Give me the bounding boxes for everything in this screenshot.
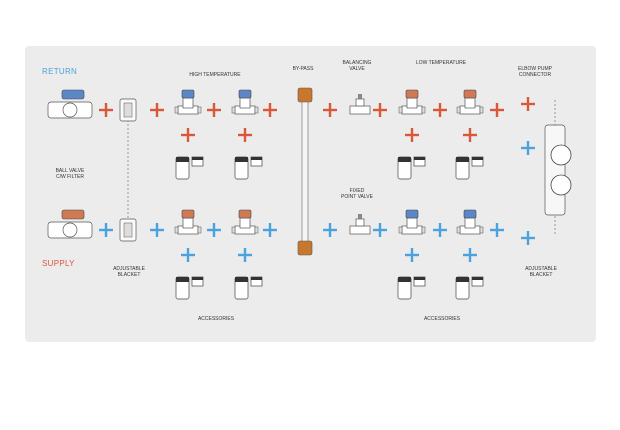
parts	[47, 87, 572, 300]
plus-supply-1	[99, 223, 113, 237]
return-label: RETURN	[42, 67, 78, 76]
plus-supply-8	[490, 223, 504, 237]
plus-return-3	[207, 103, 221, 117]
plus-return-8	[490, 103, 504, 117]
valve-low-temp-return-1	[398, 89, 426, 115]
ball-valve-label: BALL VALVE C/W FILTER	[55, 168, 85, 180]
plus-supply-4	[263, 223, 277, 237]
plus-return-down-1	[181, 128, 195, 142]
plus-supply-2	[150, 223, 164, 237]
valve-low-temp-supply-2	[456, 209, 484, 235]
plus-pump-top	[521, 97, 535, 111]
plus-return-2	[150, 103, 164, 117]
accessory-top-3	[397, 156, 426, 180]
fixed-point-valve	[349, 214, 371, 235]
bypass-label: BY-PASS	[292, 66, 314, 72]
plus-supply-down-3	[405, 248, 419, 262]
plus-supply-5	[323, 223, 337, 237]
plus-return-down-3	[405, 128, 419, 142]
connection-symbols	[99, 97, 535, 262]
plus-supply-down-4	[463, 248, 477, 262]
balancing-valve	[349, 94, 371, 115]
plus-pump-mid	[521, 141, 535, 155]
plus-pump-bottom	[521, 231, 535, 245]
bracket-return-left	[119, 98, 137, 122]
adjustable-blacket-right-label: ADJUSTABLE BLACKET	[525, 266, 557, 278]
supply-label: SUPPLY	[42, 259, 75, 268]
elbow-pump-connector-label: ELBOW PUMP CONNECTOR	[518, 66, 552, 78]
elbow-pump-connector	[544, 124, 572, 216]
plus-return-down-4	[463, 128, 477, 142]
accessory-bottom-3	[397, 276, 426, 300]
accessories-right-label: ACCESSORIES	[423, 316, 461, 322]
plus-supply-down-1	[181, 248, 195, 262]
bracket-supply-left	[119, 218, 137, 242]
plus-supply-down-2	[238, 248, 252, 262]
plus-supply-6	[373, 223, 387, 237]
high-temperature-label: HIGH TEMPERATURE	[189, 72, 241, 78]
valve-low-temp-return-2	[456, 89, 484, 115]
plus-return-7	[433, 103, 447, 117]
plus-supply-7	[433, 223, 447, 237]
balancing-valve-label: BALANCING VALVE	[342, 60, 372, 72]
ball-valve-supply	[47, 209, 93, 239]
adjustable-blacket-left-label: ADJUSTABLE BLACKET	[113, 266, 145, 278]
plus-return-1	[99, 103, 113, 117]
valve-high-temp-supply-1	[174, 209, 202, 235]
valve-high-temp-return-1	[174, 89, 202, 115]
accessory-bottom-4	[455, 276, 484, 300]
plus-supply-3	[207, 223, 221, 237]
accessory-bottom-2	[234, 276, 263, 300]
plus-return-4	[263, 103, 277, 117]
plus-return-down-2	[238, 128, 252, 142]
valve-low-temp-supply-1	[398, 209, 426, 235]
low-temperature-label: LOW TEMPERATURE	[415, 60, 467, 66]
plus-return-5	[323, 103, 337, 117]
accessory-bottom-1	[175, 276, 204, 300]
accessory-top-2	[234, 156, 263, 180]
accessory-top-4	[455, 156, 484, 180]
plus-return-6	[373, 103, 387, 117]
fixed-point-valve-label: FIXED POINT VALVE	[341, 188, 373, 200]
valve-high-temp-supply-2	[231, 209, 259, 235]
accessories-left-label: ACCESSORIES	[197, 316, 235, 322]
accessory-top-1	[175, 156, 204, 180]
ball-valve-return	[47, 89, 93, 119]
valve-high-temp-return-2	[231, 89, 259, 115]
bypass-pipe	[297, 87, 313, 256]
